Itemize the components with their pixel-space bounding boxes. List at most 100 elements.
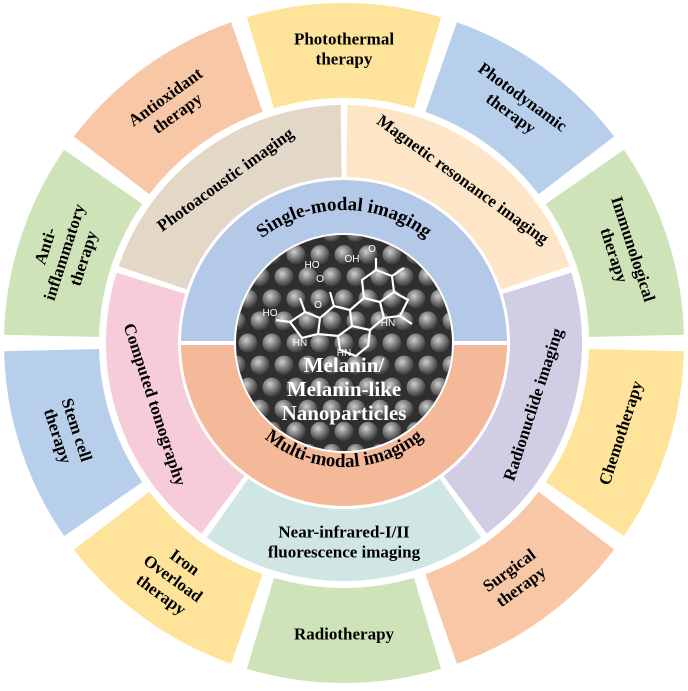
molecule-bond	[360, 268, 396, 303]
nanoparticle-sphere	[274, 355, 294, 375]
molecule-atom-label: HN	[293, 338, 307, 349]
therapy-segment-surgical-therapy: Surgicaltherapy	[425, 491, 615, 664]
imaging-segment-fill	[346, 105, 570, 291]
molecule-bond	[317, 304, 354, 338]
nanoparticle-sphere	[322, 399, 342, 419]
nanoparticle-sphere	[418, 355, 438, 375]
nanoparticle-sphere	[334, 421, 354, 441]
imaging-label-line: fluorescence imaging	[268, 542, 421, 561]
molecule-atom-label: O	[368, 244, 376, 255]
nanoparticle-sphere	[310, 421, 330, 441]
nanoparticle-sphere	[298, 355, 318, 375]
therapy-segment-fill	[545, 149, 684, 338]
nanoparticle-sphere	[382, 333, 402, 353]
therapy-segment-fill	[425, 491, 615, 664]
molecule-bond	[288, 310, 322, 340]
nanoparticle-sphere	[394, 267, 414, 287]
nanoparticle-sphere	[310, 377, 330, 397]
nanoparticle-sphere	[394, 355, 414, 375]
nanoparticle-sphere	[406, 289, 426, 309]
nanoparticle-sphere	[442, 311, 452, 331]
therapy-segment-iron-overload-therapy: IronOverloadtherapy	[73, 491, 263, 664]
nanoparticle-sphere	[370, 399, 390, 419]
therapy-segment-fill	[73, 22, 263, 195]
molecule-bond	[391, 267, 405, 277]
core-title-line: Melanin/	[304, 353, 386, 377]
nanoparticle-sphere	[322, 355, 342, 375]
nanoparticle-sphere	[382, 421, 402, 441]
nanoparticle-sphere	[250, 355, 270, 375]
therapy-segment-fill	[4, 149, 143, 338]
imaging-label-line: Near-infrared-I/II	[278, 522, 410, 541]
nanoparticle-sphere	[274, 399, 294, 419]
therapy-segment-photodynamic-therapy: Photodynamictherapy	[425, 22, 615, 195]
nanoparticle-sphere	[262, 289, 282, 309]
molecule-bond	[349, 296, 386, 332]
nanoparticle-sphere	[322, 311, 342, 331]
molecule-atom-label: O	[314, 300, 322, 311]
single-modal-segment	[181, 180, 507, 343]
therapy-label-line: therapy	[316, 49, 373, 68]
core-title-line: Nanoparticles	[282, 401, 407, 425]
core-title-line: Melanin-like	[287, 377, 401, 401]
nanoparticle-sphere	[262, 377, 282, 397]
nanoparticle-sphere	[236, 355, 246, 375]
nanoparticle-sphere	[358, 245, 378, 265]
nanoparticle-sphere	[358, 421, 378, 441]
therapy-segment-stem-cell-therapy: Stem celltherapy	[4, 348, 143, 537]
multi-modal-segment	[181, 343, 507, 506]
nanoparticle-sphere	[274, 267, 294, 287]
nanoparticle-sphere	[298, 267, 318, 287]
molecule-atom-label: HN	[337, 348, 351, 359]
therapy-label-line: Radiotherapy	[294, 624, 395, 643]
nanoparticle-sphere	[442, 355, 452, 375]
nanoparticle-sphere	[286, 289, 306, 309]
nanoparticle-sphere	[334, 289, 354, 309]
molecule-atom-label: HO	[263, 308, 278, 319]
imaging-segment-fill	[118, 105, 342, 291]
imaging-segment-fill	[206, 476, 482, 582]
therapy-segment-chemotherapy: Chemotherapy	[545, 348, 684, 537]
therapy-segment-fill	[4, 348, 143, 537]
therapy-label-line: Photothermal	[294, 29, 394, 48]
nanoparticle-sphere	[286, 421, 306, 441]
nanoparticle-sphere	[334, 245, 354, 265]
molecule-atom-label: OH	[345, 254, 360, 265]
nanoparticle-sphere	[406, 377, 426, 397]
nanoparticle-sphere	[406, 333, 426, 353]
nanoparticle-sphere	[370, 355, 390, 375]
therapy-segment-fill	[246, 3, 442, 109]
nanoparticle-sphere	[346, 355, 366, 375]
nanoparticle-sphere	[370, 267, 390, 287]
molecule-bond	[275, 318, 291, 324]
nanoparticle-sphere	[346, 399, 366, 419]
molecule-bond	[399, 315, 413, 325]
nanoparticle-sphere	[322, 235, 342, 243]
nanoparticle-sphere	[310, 333, 330, 353]
therapy-segment-antioxidant-therapy: Antioxidanttherapy	[73, 22, 263, 195]
nanoparticle-sphere	[298, 399, 318, 419]
nanoparticle-sphere	[286, 333, 306, 353]
nanoparticle-sphere	[310, 289, 330, 309]
therapy-segment-radiotherapy: Radiotherapy	[246, 577, 442, 683]
nanoparticle-sphere	[346, 443, 366, 451]
molecule-bond	[298, 297, 307, 313]
nanoparticle-sphere	[286, 377, 306, 397]
therapy-label: Radiotherapy	[294, 624, 395, 643]
nanoparticle-sphere	[394, 311, 414, 331]
nanoparticle-sphere	[238, 333, 258, 353]
molecule-bond	[336, 329, 372, 358]
nanoparticle-sphere	[310, 245, 330, 265]
nanoparticle-sphere	[322, 267, 342, 287]
nanoparticle-sphere	[394, 399, 414, 419]
molecule-atom-label: HN	[381, 318, 395, 329]
